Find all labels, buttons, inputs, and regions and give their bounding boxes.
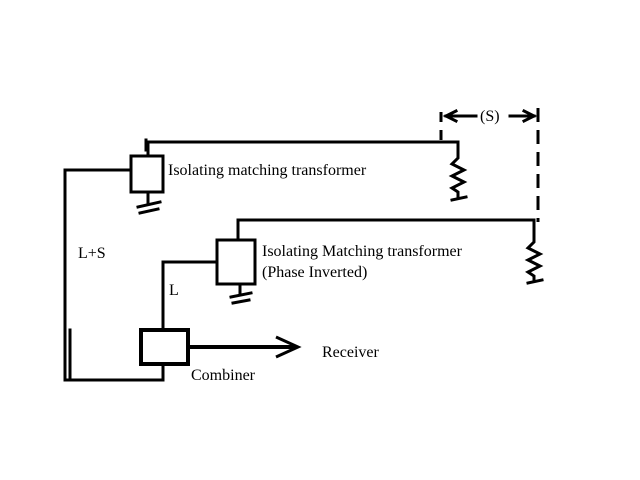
ground-icon (450, 195, 468, 202)
ground-icon (526, 278, 544, 285)
spacing-label: (S) (480, 108, 500, 125)
wire-l-plus-s (63, 138, 165, 382)
transformer-2-sublabel: (Phase Inverted) (262, 264, 367, 281)
transformer-2-label: Isolating Matching transformer (262, 243, 463, 260)
transformer-1-label: Isolating matching transformer (168, 162, 367, 179)
receiver-arrow-icon (188, 335, 302, 359)
ground-icon (229, 282, 253, 305)
wire-antenna-2 (236, 218, 536, 242)
wire-l (161, 260, 219, 332)
ground-icon (136, 190, 162, 215)
combiner-box (139, 328, 190, 366)
receiver-label: Receiver (322, 344, 380, 361)
sum-line-label: L+S (78, 245, 106, 262)
transformer-2 (215, 238, 257, 286)
spacing-arrow-icon (442, 108, 538, 124)
transformer-1 (129, 154, 165, 194)
resistor-1-icon (448, 150, 468, 198)
wire-antenna-1 (146, 140, 460, 157)
combiner-label: Combiner (191, 367, 256, 384)
l-line-label: L (169, 282, 179, 299)
resistor-2-icon (524, 234, 544, 282)
